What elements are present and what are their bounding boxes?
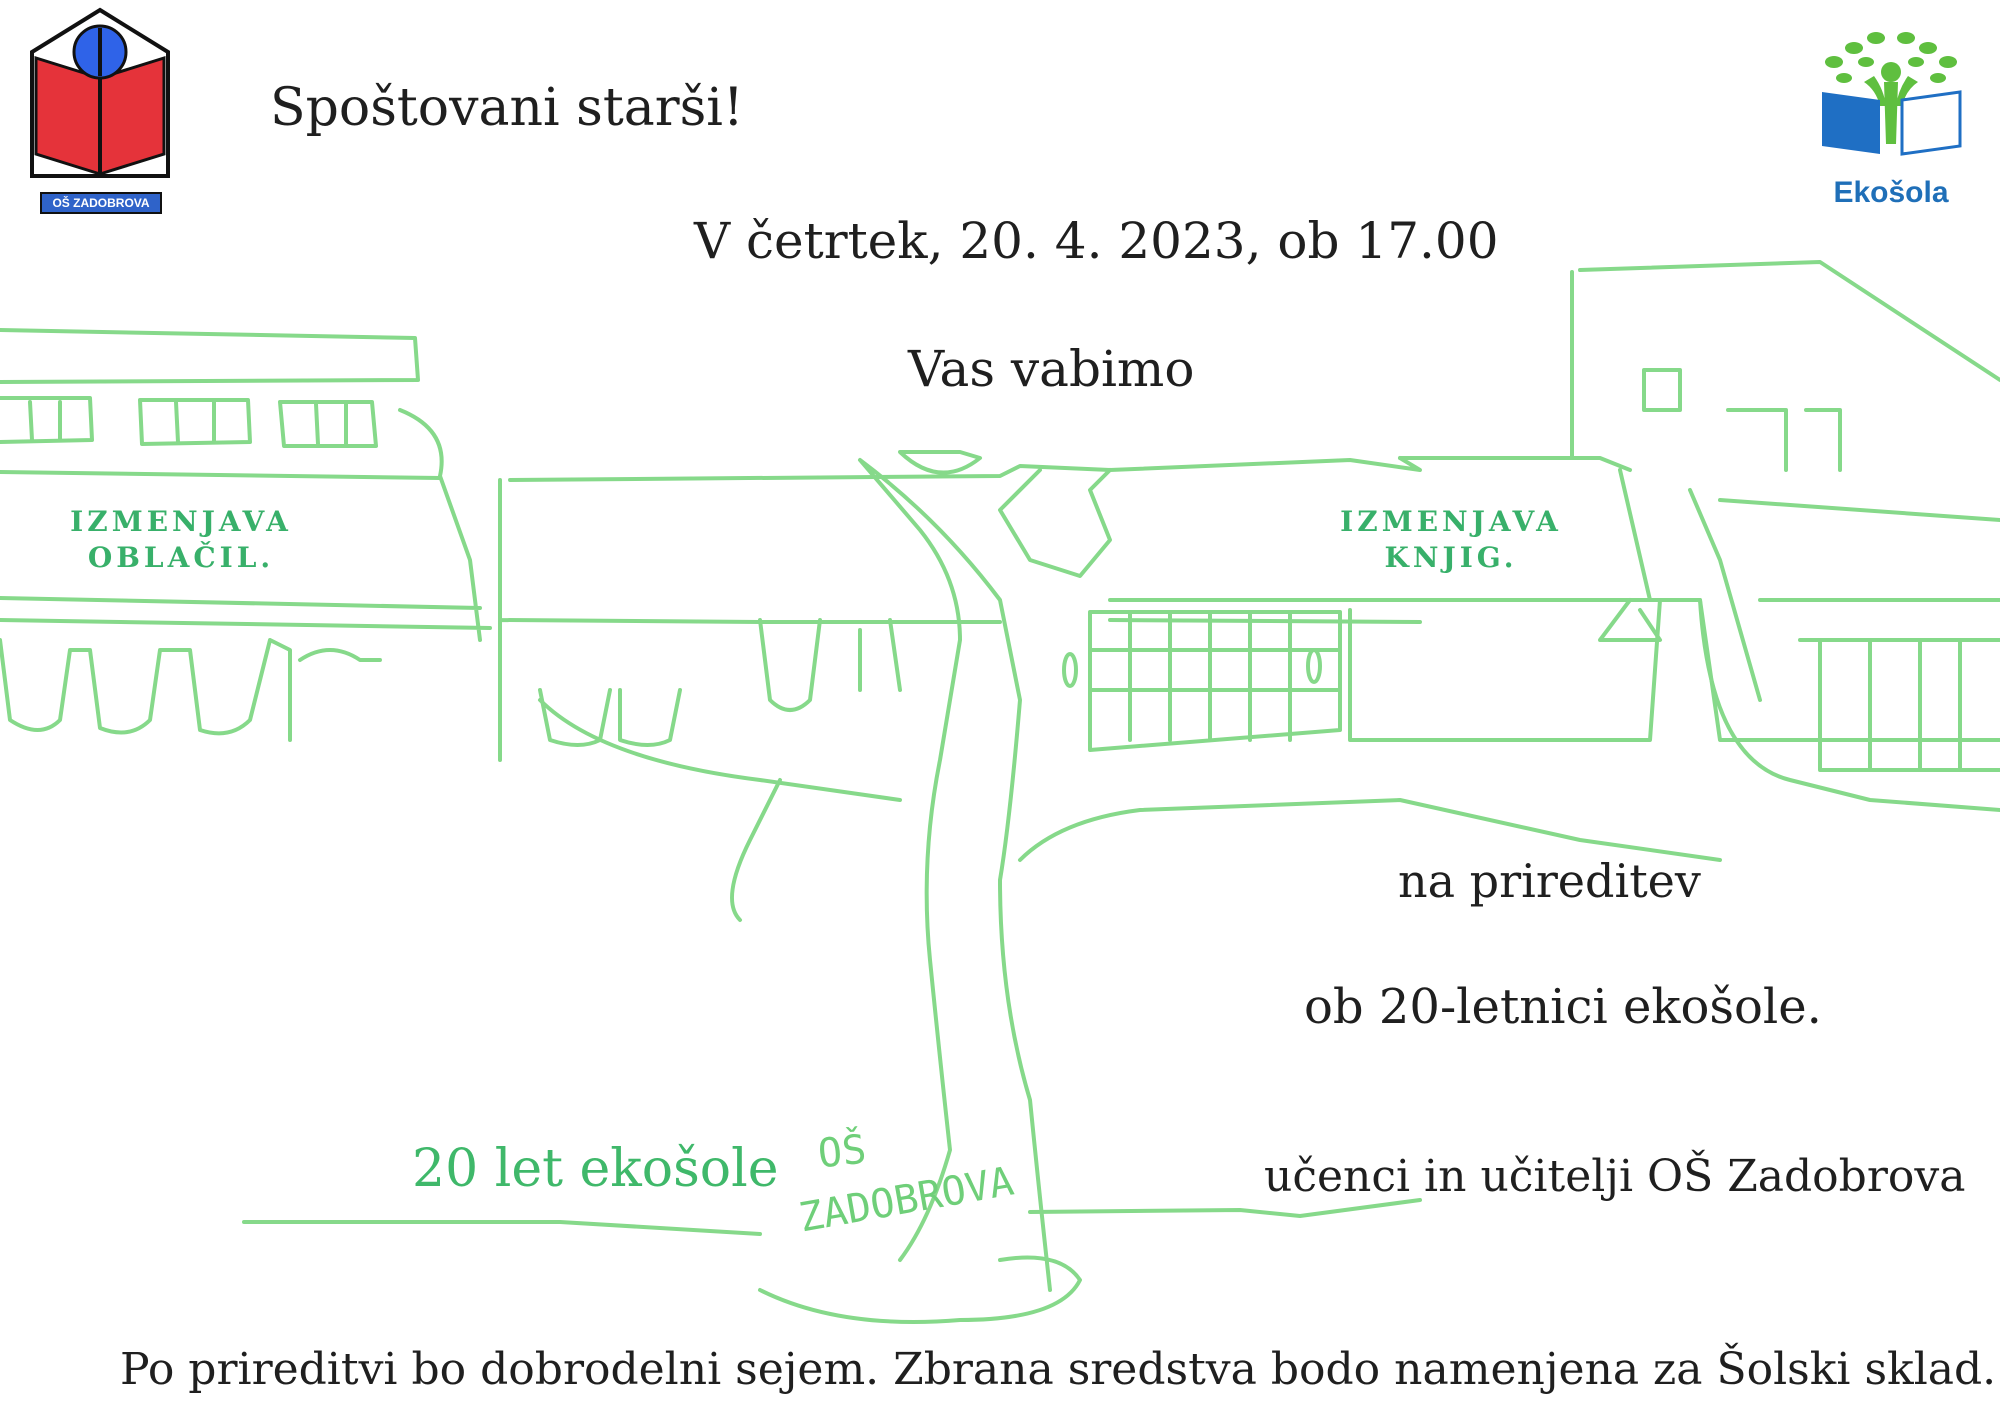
tree-right-branch — [1018, 798, 1722, 862]
middle-building-arches — [538, 618, 902, 747]
tree-trunk — [858, 458, 1052, 1292]
footer-note: Po prireditvi bo dobrodelni sejem. Zbran… — [120, 1344, 1997, 1395]
tree-book-icon — [1822, 32, 1962, 156]
ekosola-logo-text: Ekošola — [1833, 176, 1949, 209]
occasion-text: ob 20-letnici ekošole. — [1304, 979, 1822, 1035]
middle-building-body — [498, 478, 1422, 762]
tree-base — [758, 1255, 1082, 1324]
middle-building-roof — [508, 456, 1422, 578]
invitation-text: Vas vabimo — [908, 340, 1195, 398]
school-logo: OŠ ZADOBROVA — [28, 6, 172, 216]
right-building-arch — [1598, 598, 2000, 812]
tree-left-branch — [538, 698, 902, 922]
middle-right-wall — [1338, 598, 1662, 742]
book-exchange-line1: IZMENJAVA — [1340, 505, 1562, 538]
clothes-exchange-line1: IZMENJAVA — [70, 505, 292, 538]
ground-line — [242, 1198, 1422, 1236]
middle-window-grid — [1088, 610, 1342, 752]
book-exchange-line2: KNJIG. — [1384, 541, 1518, 575]
clothes-exchange-line2: OBLAČIL. — [87, 541, 275, 575]
tree-inscription-line1: OŠ — [815, 1126, 869, 1178]
clothes-exchange-label: IZMENJAVA OBLAČIL. — [56, 504, 306, 577]
event-text: na prireditev — [1398, 854, 1701, 908]
middle-window-knob-right — [1306, 648, 1322, 684]
middle-window-knob-left — [1062, 652, 1078, 688]
book-exchange-label: IZMENJAVA KNJIG. — [1326, 504, 1576, 577]
event-datetime: V četrtek, 20. 4. 2023, ob 17.00 — [694, 212, 1499, 270]
school-logo-caption: OŠ ZADOBROVA — [40, 192, 162, 214]
anniversary-text: 20 let ekošole — [412, 1139, 779, 1199]
left-building-roof — [0, 328, 420, 384]
left-building-arches — [0, 638, 382, 742]
right-building-roof — [1398, 260, 2000, 472]
right-building-body — [1618, 468, 2000, 772]
ekosola-logo: Ekošola — [1814, 26, 1968, 212]
left-building-body — [0, 408, 492, 642]
tree-crown-top — [898, 450, 982, 475]
greeting-heading: Spoštovani starši! — [270, 78, 744, 138]
signature-text: učenci in učitelji OŠ Zadobrova — [1264, 1151, 1966, 1202]
school-logo-emblem — [30, 7, 170, 178]
left-building-windows — [0, 396, 378, 448]
right-building-windows — [1642, 368, 1842, 472]
